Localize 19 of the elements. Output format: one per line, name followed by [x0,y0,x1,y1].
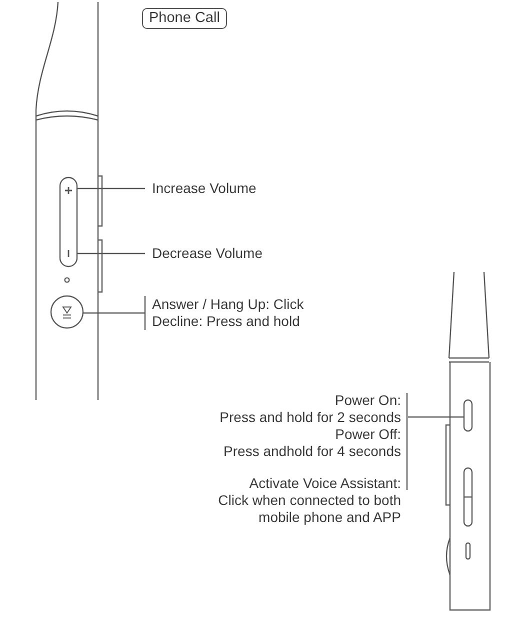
section-label: Phone Call [142,8,227,29]
callout-text: Press andhold for 4 seconds [224,443,401,460]
volume-up-button [59,176,78,222]
leader-line [77,188,145,190]
leader-line [408,416,464,418]
callout-text: Activate Voice Assistant: [249,475,401,492]
multifunction-button [50,295,84,329]
power-button [463,399,473,432]
volume-down-button [59,222,78,268]
callout-text: Power Off: [335,426,401,443]
leader-line [83,312,145,314]
leader-line [77,252,145,254]
callout-text: Power On: [334,392,401,409]
callout-text: Decline: Press and hold [152,313,301,330]
callout-text: Click when connected to both mobile phone and APP [217,492,401,526]
callout-text: Answer / Hang Up: Click [152,296,304,313]
callout-text: Increase Volume [152,180,256,197]
callout-text: Press and hold for 2 seconds [220,409,401,426]
callout-text: Decrease Volume [152,245,263,262]
